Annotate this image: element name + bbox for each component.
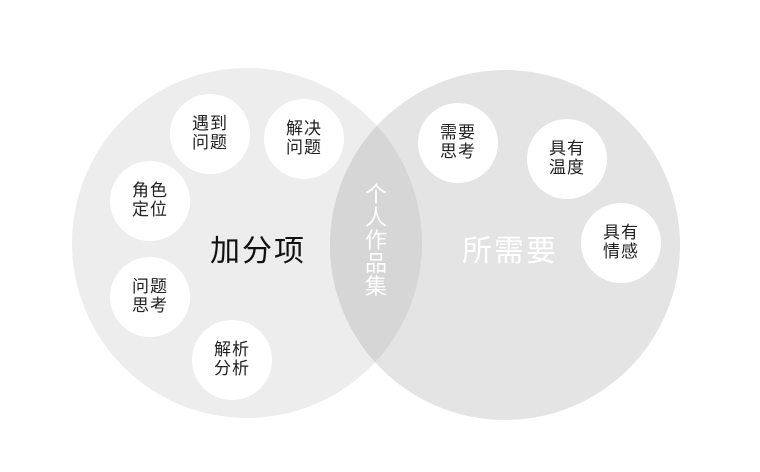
bubble-text: 情感 <box>603 242 639 262</box>
right-circle-label: 所需要 <box>462 234 558 269</box>
bubble-text: 解析 <box>214 340 250 360</box>
bubble-need-thinking: 需要 思考 <box>418 103 498 183</box>
intersection-char: 人 <box>364 206 387 231</box>
bubble-encounter-problem: 遇到 问题 <box>170 94 250 174</box>
bubble-text: 温度 <box>549 158 585 178</box>
bubble-text: 分析 <box>214 359 250 379</box>
bubble-analysis: 解析 分析 <box>192 320 272 400</box>
bubble-text: 问题 <box>132 277 168 297</box>
bubble-text: 解决 <box>286 119 322 139</box>
bubble-text: 问题 <box>192 133 228 153</box>
intersection-char: 作 <box>364 229 387 254</box>
bubble-role-position: 角色 定位 <box>110 161 190 241</box>
intersection-char: 品 <box>364 252 387 277</box>
bubble-text: 思考 <box>132 296 168 316</box>
bubble-solve-problem: 解决 问题 <box>264 99 344 179</box>
bubble-text: 思考 <box>440 142 476 162</box>
bubble-problem-thinking: 问题 思考 <box>110 257 190 337</box>
bubble-text: 需要 <box>440 123 476 143</box>
intersection-char: 集 <box>364 275 387 300</box>
left-circle-label: 加分项 <box>210 234 306 269</box>
bubble-text: 遇到 <box>192 114 228 134</box>
bubble-text: 定位 <box>132 200 168 220</box>
bubble-warmth: 具有 温度 <box>527 119 607 199</box>
bubble-text: 具有 <box>603 223 639 243</box>
bubble-text: 具有 <box>549 139 585 159</box>
intersection-label: 个 人 作 品 集 <box>361 184 391 299</box>
bubble-text: 角色 <box>132 181 168 201</box>
intersection-char: 个 <box>364 183 387 208</box>
bubble-emotion: 具有 情感 <box>581 203 661 283</box>
bubble-text: 问题 <box>286 138 322 158</box>
